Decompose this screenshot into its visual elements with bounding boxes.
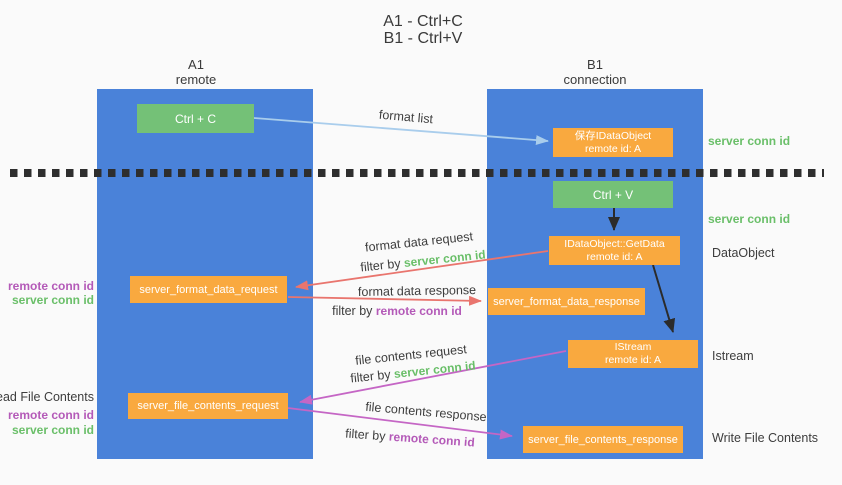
label-server-conn-id-left-top: server conn id [11, 293, 94, 307]
label-istream: Istream [712, 349, 754, 363]
label-remote-conn-id-left-top: remote conn id [7, 279, 94, 293]
node-server-format-data-request: server_format_data_request [130, 276, 287, 303]
title-line-2: B1 - Ctrl+V [383, 30, 463, 47]
node-getdata-line1: IDataObject::GetData [564, 237, 665, 250]
lane-b1-name: B1 [587, 57, 603, 72]
lane-a1-role: remote [175, 72, 217, 87]
node-format-response-label: server_format_data_response [493, 295, 640, 308]
node-istream-line1: IStream [614, 341, 652, 353]
label-format-data-response-filter: filter by remote conn id [332, 304, 462, 318]
node-ctrl-v-label: Ctrl + V [592, 187, 634, 202]
node-idataobject-getdata: IDataObject::GetData remote id: A [549, 236, 680, 265]
node-ctrl-c-label: Ctrl + C [174, 111, 216, 126]
label-server-conn-id-right-mid: server conn id [708, 212, 791, 226]
node-ctrl-v: Ctrl + V [553, 181, 673, 208]
label-format-data-response: format data response [357, 282, 477, 300]
node-server-file-contents-response: server_file_contents_response [523, 426, 683, 453]
label-dataobject: DataObject [712, 246, 775, 260]
filter-by-text: filter by [344, 426, 390, 444]
label-file-contents-response-filter: filter by remote conn id [345, 426, 475, 449]
label-file-contents-response: file contents response [364, 399, 488, 425]
lane-header-b1: B1 connection [535, 57, 655, 87]
lane-header-a1: A1 remote [136, 57, 256, 87]
label-write-file-contents: Write File Contents [712, 431, 819, 445]
node-server-format-data-response: server_format_data_response [488, 288, 645, 315]
node-ctrl-c: Ctrl + C [137, 104, 254, 133]
diagram-title: A1 - Ctrl+C B1 - Ctrl+V [323, 13, 523, 47]
node-server-file-contents-request: server_file_contents_request [128, 393, 288, 419]
remote-conn-id-text: remote conn id [375, 304, 462, 318]
node-file-response-label: server_file_contents_response [528, 433, 678, 446]
label-remote-conn-id-left-bottom: remote conn id [7, 408, 94, 422]
filter-by-text: filter by [332, 304, 376, 318]
server-conn-id-text: server conn id [403, 247, 487, 270]
node-save-idataobject-line2: remote id: A [584, 142, 642, 155]
node-getdata-line2: remote id: A [586, 250, 643, 263]
label-server-conn-id-right-top: server conn id [708, 134, 791, 148]
label-server-conn-id-left-bottom: server conn id [11, 423, 94, 437]
title-line-1: A1 - Ctrl+C [383, 13, 463, 30]
filter-by-text: filter by [349, 367, 395, 386]
remote-conn-id-text: remote conn id [388, 429, 476, 450]
node-format-request-label: server_format_data_request [139, 283, 278, 296]
node-save-idataobject-line1: 保存IDataObject [574, 129, 652, 142]
filter-by-text: filter by [359, 256, 405, 275]
node-istream: IStream remote id: A [568, 340, 698, 368]
label-read-file-contents: Read File Contents [0, 390, 94, 404]
node-save-idataobject: 保存IDataObject remote id: A [553, 128, 673, 157]
lane-b1-role: connection [563, 72, 627, 87]
label-format-list: format list [378, 107, 434, 127]
lane-a1-name: A1 [188, 57, 204, 72]
node-istream-line2: remote id: A [604, 354, 662, 366]
node-file-request-label: server_file_contents_request [137, 400, 279, 412]
